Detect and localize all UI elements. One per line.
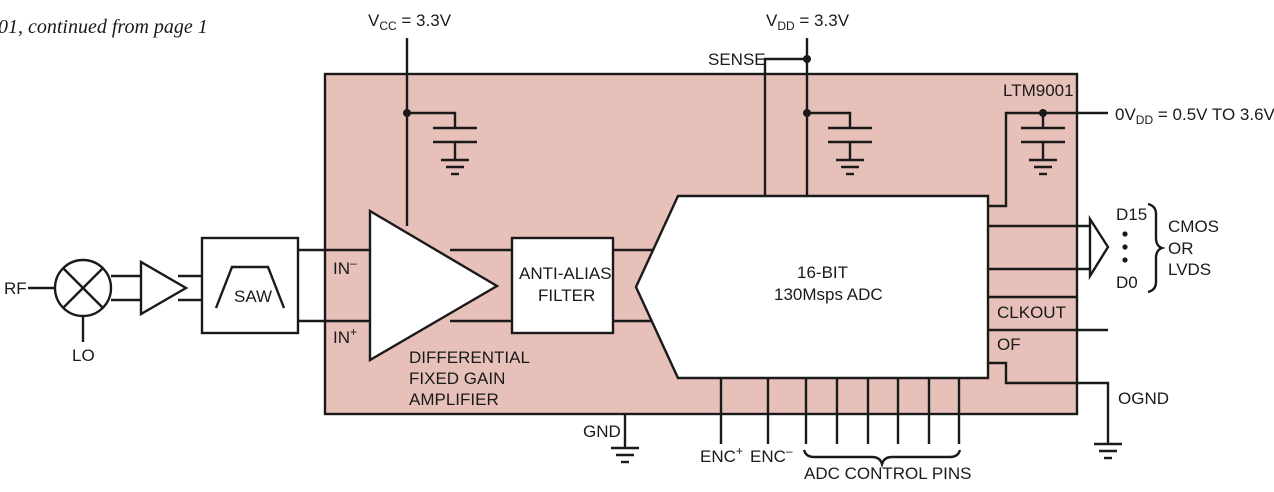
filter-label-line2: FILTER: [538, 286, 595, 305]
sense-label: SENSE: [708, 50, 766, 69]
of-label: OF: [997, 335, 1021, 354]
adc-label-line2: 130Msps ADC: [774, 285, 883, 304]
caption: 01, continued from page 1: [0, 16, 208, 38]
in-minus-label: IN–: [333, 256, 357, 278]
clkout-label: CLKOUT: [997, 303, 1066, 322]
data-bus-arrow-icon: [1088, 214, 1110, 281]
bus-ellipsis-icon: [1122, 231, 1128, 263]
gnd-ground-icon: [611, 446, 639, 464]
part-number: LTM9001: [1003, 81, 1074, 100]
saw-filter-block: [200, 236, 300, 335]
enc-plus-label: ENC+: [700, 444, 743, 466]
d0-label: D0: [1116, 273, 1138, 292]
ognd-ground-icon: [1094, 442, 1122, 460]
gnd-label: GND: [583, 422, 621, 441]
output-format-line3: LVDS: [1168, 260, 1211, 279]
filter-label-line1: ANTI-ALIAS: [519, 264, 612, 283]
lo-label: LO: [72, 346, 95, 365]
ovdd-label: 0VDD = 0.5V TO 3.6V: [1115, 105, 1274, 127]
saw-label: SAW: [234, 287, 272, 306]
differential-amplifier-symbol: [368, 208, 500, 363]
ovdd-wire: [988, 111, 1108, 208]
vcc-decoupling-capacitor: [407, 111, 477, 176]
amp-label-line1: DIFFERENTIAL: [409, 348, 530, 367]
amp-label-line2: FIXED GAIN: [409, 369, 505, 388]
adc-control-brace: [802, 449, 962, 469]
output-format-line1: CMOS: [1168, 217, 1219, 236]
rf-amplifier-symbol: [139, 259, 189, 317]
in-plus-label: IN+: [333, 325, 357, 347]
adc-control-pin-wires: [804, 378, 961, 444]
adc-control-label: ADC CONTROL PINS: [804, 464, 972, 483]
sense-wire: [763, 57, 807, 196]
ognd-wire: [988, 361, 1110, 444]
saw-bandpass-icon: [214, 265, 286, 309]
mixer-symbol: [53, 258, 113, 318]
amp-label-line3: AMPLIFIER: [409, 390, 499, 409]
d15-label: D15: [1116, 205, 1147, 224]
adc-block: [634, 194, 990, 380]
rf-label: RF: [4, 279, 27, 298]
vdd-label: VDD = 3.3V: [766, 11, 850, 33]
output-brace: [1147, 202, 1166, 294]
output-format-line2: OR: [1168, 239, 1194, 258]
anti-alias-filter-block: [510, 236, 615, 335]
ovdd-decoupling-capacitor: [1021, 113, 1065, 176]
ognd-label: OGND: [1118, 389, 1169, 408]
vdd-decoupling-capacitor: [807, 111, 872, 176]
vcc-label: VCC = 3.3V: [368, 11, 452, 33]
enc-minus-label: ENC–: [750, 444, 793, 466]
adc-label-line1: 16-BIT: [797, 263, 848, 282]
